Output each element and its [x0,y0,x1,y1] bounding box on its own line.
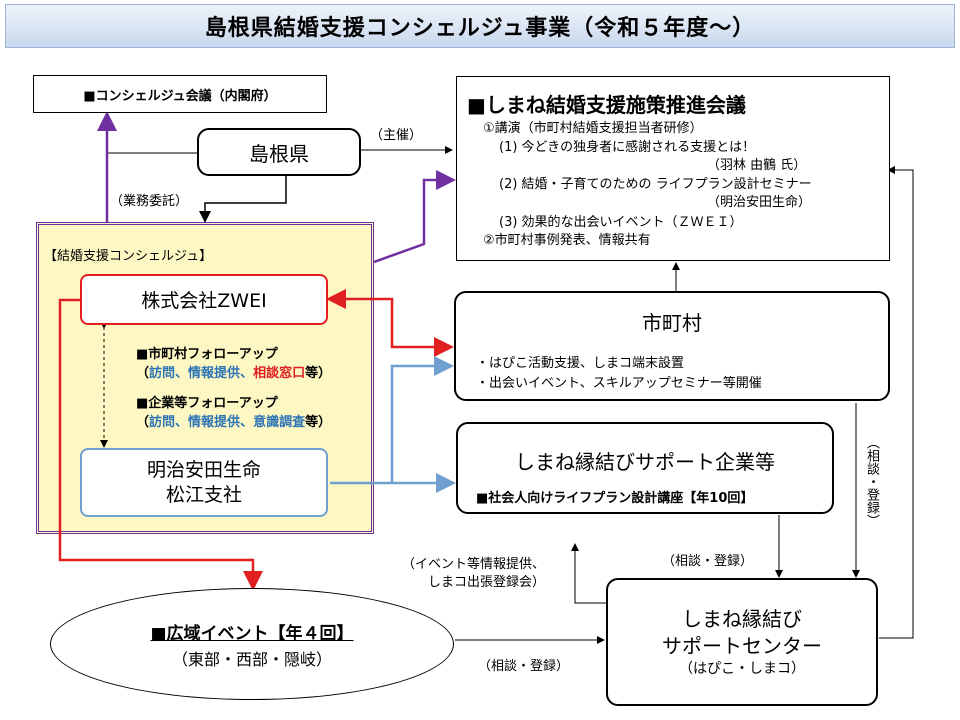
municipality-box: 市町村 ・はぴこ活動支援、しまコ端末設置 ・出会いイベント、スキルアップセミナー… [454,291,890,401]
municipality-bullet-2: ・出会いイベント、スキルアップセミナー等開催 [476,376,762,391]
meeting-line-3: （羽林 由鶴 氏） [707,158,807,173]
regional-event-areas: （東部・西部・隠岐） [171,649,332,669]
consult-label-bottom: （相談・登録） [478,659,570,674]
meeting-line-5: （明治安田生命） [707,195,812,210]
meiji-line2: 松江支社 [165,483,242,506]
promotion-meeting-box: ■しまね結婚支援施策推進会議 ①講演（市町村結婚支援担当者研修） (1) 今どき… [456,76,890,261]
meiji-to-municipality-arrow [330,356,454,485]
zwei-to-event-arrow [58,298,263,591]
support-center-box: しまね縁結び サポートセンター （はぴこ・しまコ） [606,578,878,706]
pref-to-concierge-arrow [199,176,287,223]
meeting-line-7: ②市町村事例発表、情報共有 [483,233,651,248]
meeting-line-1: ①講演（市町村結婚支援担当者研修） [483,121,703,136]
center-to-meeting-arrow [879,166,914,639]
page-title: 島根県結婚支援コンシェルジュ事業（令和５年度～） [5,4,955,48]
event-info-label-1: （イベント等情報提供、 [402,557,546,572]
shimane-pref-label: 島根県 [249,141,309,166]
support-companies-course: ■社会人向けライフプラン設計講座【年10回】 [476,491,754,506]
municipality-name: 市町村 [642,311,702,335]
support-center-line1: しまね縁結び [682,606,802,631]
outsourcing-label: （業務委託） [110,194,189,209]
consult-label-center: （相談・登録） [662,554,754,569]
regional-event-ellipse: ■広域イベント【年４回】 （東部・西部・隠岐） [50,588,454,700]
sponsor-label: （主催） [370,128,423,143]
concierge-to-meeting-arrow [373,170,456,264]
followup-municipal-heading: ■市町村フォローアップ [136,347,278,362]
concierge-group-label: 【結婚支援コンシェルジュ】 [44,249,213,264]
cabinet-meeting-box: ■コンシェルジュ会議（内閣府） [33,75,327,113]
followup-municipal-items: （訪問、情報提供、相談窓口等） [136,366,332,381]
zwei-box: 株式会社ZWEI [80,274,328,325]
zwei-label: 株式会社ZWEI [141,290,267,312]
center-to-companies-arrow [571,543,607,604]
support-companies-box: しまね縁結びサポート企業等 ■社会人向けライフプラン設計講座【年10回】 [456,422,834,514]
promotion-meeting-heading: ■しまね結婚支援施策推進会議 [467,93,746,117]
cabinet-meeting-label: ■コンシェルジュ会議（内閣府） [83,88,277,104]
meeting-line-2: (1) 今どきの独身者に感謝される支援とは！ [499,140,756,155]
support-companies-name: しまね縁結びサポート企業等 [515,450,775,474]
regional-event-heading: ■広域イベント【年４回】 [150,623,354,644]
zwei-municipality-arrow [326,289,454,357]
meeting-line-6: (3) 効果的な出会いイベント（ＺＷＥＩ） [499,215,743,230]
meiji-box: 明治安田生命 松江支社 [80,448,328,517]
followup-company-heading: ■企業等フォローアップ [136,396,278,411]
meeting-line-4: (2) 結婚・子育てのための ライフプラン設計セミナー [499,177,812,192]
event-info-label-2: しまコ出張登録会） [428,575,546,590]
consult-label-vertical: （相談・登録） [864,436,879,527]
support-center-line3: （はぴこ・しまコ） [679,660,805,677]
meiji-line1: 明治安田生命 [146,458,261,481]
shimane-pref-box: 島根県 [197,128,361,176]
followup-company-items: （訪問、情報提供、意識調査等） [136,415,332,430]
support-center-line2: サポートセンター [662,633,822,658]
municipality-bullet-1: ・はぴこ活動支援、しまコ端末設置 [476,356,685,371]
